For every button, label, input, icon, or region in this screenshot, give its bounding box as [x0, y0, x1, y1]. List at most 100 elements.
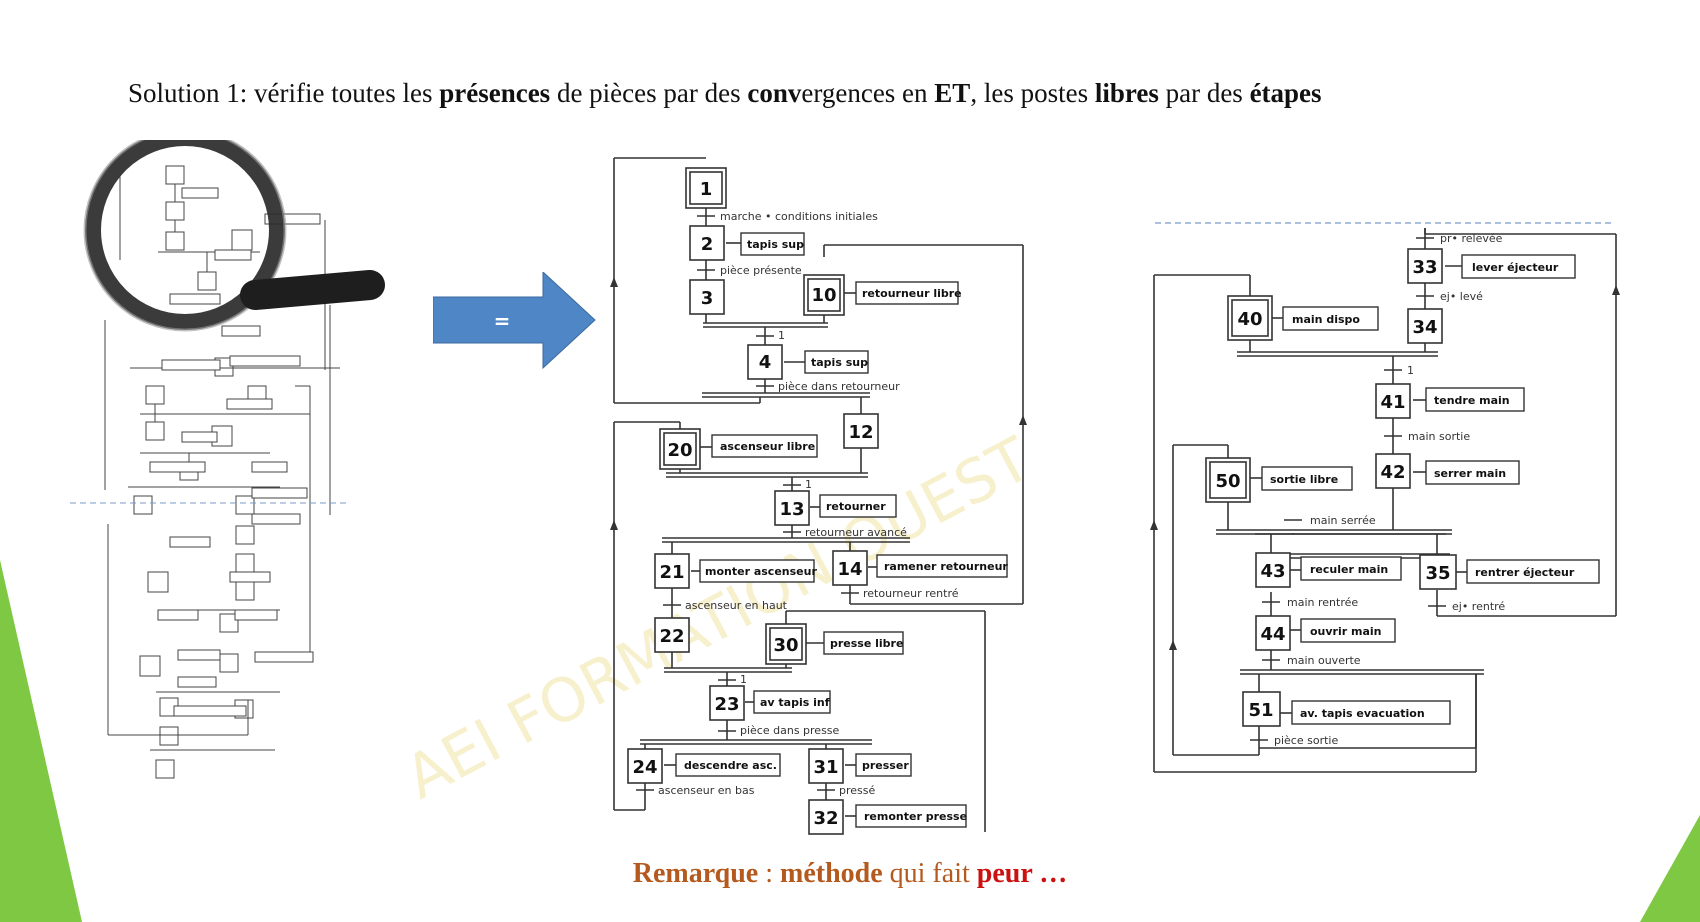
step-40: 40 — [1237, 309, 1262, 330]
transition-one: 1 — [740, 673, 747, 686]
action-presser: presser — [862, 759, 909, 772]
title-text: Solution 1: vérifie toutes les — [128, 78, 440, 108]
green-corner-right — [1640, 815, 1700, 922]
mini-grafcet-thumbnail — [70, 140, 385, 779]
step-3: 3 — [701, 288, 714, 309]
title-bold: ET — [934, 78, 971, 108]
loop-arrow — [1169, 640, 1177, 650]
equals-label: = — [494, 309, 511, 333]
transition-main-rentree: main rentrée — [1287, 596, 1358, 609]
title-bold: conv — [747, 78, 802, 108]
transition-ej-leve: ej• levé — [1440, 290, 1483, 303]
action-remonter-presse: remonter presse — [864, 810, 967, 823]
title-bold: étapes — [1249, 78, 1322, 108]
transition-main-serree: main serrée — [1310, 514, 1376, 527]
step-21: 21 — [659, 562, 684, 583]
step-42: 42 — [1380, 462, 1405, 483]
transition-presse: pressé — [839, 784, 875, 797]
action-ouvrir-main: ouvrir main — [1310, 625, 1382, 638]
action-reculer-main: reculer main — [1310, 563, 1388, 576]
transition-piece-sortie: pièce sortie — [1274, 734, 1338, 747]
title-text: , les postes — [970, 78, 1095, 108]
equals-arrow: = — [433, 272, 596, 370]
transition-main-sortie: main sortie — [1408, 430, 1470, 443]
step-41: 41 — [1380, 392, 1405, 413]
action-tapis-sup-2: tapis sup — [811, 356, 868, 369]
step-24: 24 — [632, 757, 657, 778]
loop-arrow — [1612, 285, 1620, 295]
action-lever-ejecteur: lever éjecteur — [1472, 261, 1559, 274]
magnifier-icon — [83, 140, 385, 332]
step-12: 12 — [848, 422, 873, 443]
transition-piece-presente: pièce présente — [720, 264, 802, 277]
remark-word: peur … — [976, 858, 1068, 889]
transition-one: 1 — [805, 478, 812, 491]
remark: Remarque : méthode qui fait peur … — [0, 858, 1700, 890]
action-av-tapis-inf: av tapis inf — [760, 696, 830, 709]
step-50: 50 — [1215, 471, 1240, 492]
title-bold: libres — [1094, 78, 1159, 108]
step-34: 34 — [1412, 317, 1437, 338]
remark-word: : — [758, 858, 780, 889]
loop-arrow — [1150, 520, 1158, 530]
transition-piece-presse: pièce dans presse — [740, 724, 840, 737]
action-ascenseur-libre: ascenseur libre — [720, 440, 815, 453]
title-bold: présences — [439, 78, 551, 108]
step-35: 35 — [1425, 563, 1450, 584]
slide-title: Solution 1: vérifie toutes les présences… — [128, 78, 1322, 109]
step-23: 23 — [714, 694, 739, 715]
transition-retourneur-avance: retourneur avancé — [805, 526, 907, 539]
step-31: 31 — [813, 757, 838, 778]
remark-word: qui fait — [882, 858, 977, 889]
step-2: 2 — [701, 234, 714, 255]
loop-arrow — [610, 520, 618, 530]
step-13: 13 — [779, 499, 804, 520]
action-serrer-main: serrer main — [1434, 467, 1506, 480]
step-33: 33 — [1412, 257, 1437, 278]
action-sortie-libre: sortie libre — [1270, 473, 1338, 486]
action-retourneur-libre: retourneur libre — [862, 287, 962, 300]
action-retourner: retourner — [826, 500, 886, 513]
step-44: 44 — [1260, 624, 1285, 645]
transition-marche: marche • conditions initiales — [720, 210, 878, 223]
step-1: 1 — [700, 179, 713, 200]
step-22: 22 — [659, 626, 684, 647]
action-rentrer-ejecteur: rentrer éjecteur — [1475, 566, 1575, 579]
transition-one: 1 — [778, 329, 785, 342]
action-descendre-asc: descendre asc. — [684, 759, 777, 772]
action-av-tapis-evacuation: av. tapis evacuation — [1300, 707, 1425, 720]
transition-one: 1 — [1407, 364, 1414, 377]
remark-word: Remarque — [632, 858, 759, 889]
title-text: de pièces par des — [550, 78, 748, 108]
loop-arrow — [1019, 415, 1027, 425]
transition-ascenseur-bas: ascenseur en bas — [658, 784, 755, 797]
transition-piece-retourneur: pièce dans retourneur — [778, 380, 900, 393]
action-monter-ascenseur: monter ascenseur — [705, 565, 817, 578]
title-text: par des — [1158, 78, 1250, 108]
step-30: 30 — [773, 635, 798, 656]
step-10: 10 — [811, 285, 836, 306]
transition-pr-relevee: pr• relevée — [1440, 232, 1503, 245]
transition-ej-rentre: ej• rentré — [1452, 600, 1505, 613]
action-presse-libre: presse libre — [830, 637, 903, 650]
green-corner-left — [0, 560, 82, 922]
step-32: 32 — [813, 808, 838, 829]
step-4: 4 — [759, 352, 772, 373]
transition-main-ouverte: main ouverte — [1287, 654, 1361, 667]
step-14: 14 — [837, 559, 862, 580]
step-20: 20 — [667, 440, 692, 461]
transition-ascenseur-haut: ascenseur en haut — [685, 599, 788, 612]
action-ramener-retourneur: ramener retourneur — [884, 560, 1008, 573]
action-tendre-main: tendre main — [1434, 394, 1510, 407]
action-tapis-sup: tapis sup — [747, 238, 804, 251]
transition-retourneur-rentre: retourneur rentré — [863, 587, 959, 600]
step-51: 51 — [1248, 700, 1273, 721]
remark-word: méthode — [780, 858, 883, 889]
action-main-dispo: main dispo — [1292, 313, 1360, 326]
step-43: 43 — [1260, 561, 1285, 582]
loop-arrow — [610, 277, 618, 287]
title-text: ergences en — [801, 78, 935, 108]
